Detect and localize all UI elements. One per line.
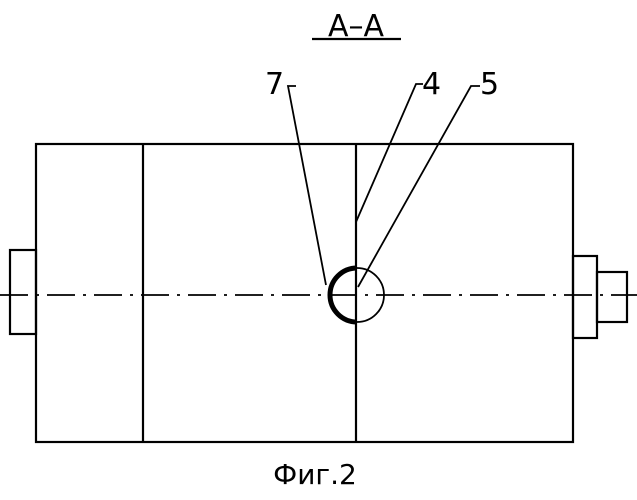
leader-line-5: [358, 86, 480, 287]
callout-7: 7: [265, 67, 284, 102]
right-shaft-end: [597, 272, 627, 322]
main-body: [36, 144, 573, 442]
leader-line-4: [356, 84, 423, 222]
left-shaft-end: [10, 250, 36, 334]
callout-4: 4: [422, 67, 441, 102]
callout-5: 5: [480, 67, 499, 102]
right-shaft-step: [573, 256, 597, 338]
leader-line-7: [288, 86, 326, 285]
figure-caption: Фиг.2: [273, 458, 357, 491]
